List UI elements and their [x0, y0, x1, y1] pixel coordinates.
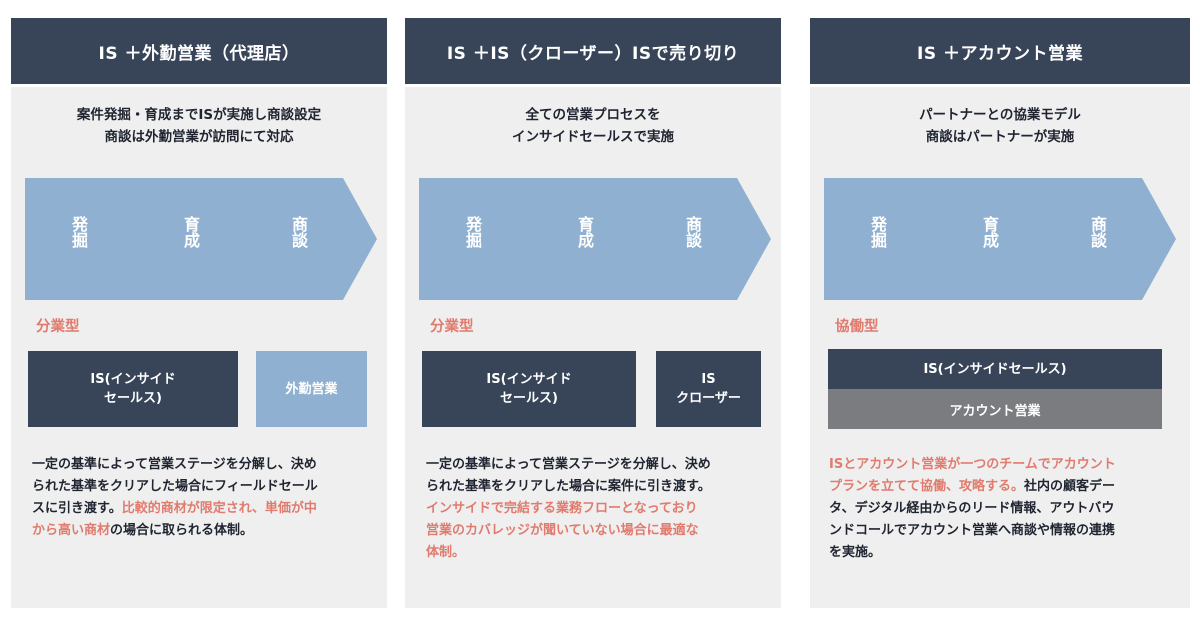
desc-highlight: 比較的商材が限定され、単価が中: [121, 501, 317, 516]
desc-highlight: インサイドで完結する業務フローとなっており: [426, 501, 698, 516]
desc-line: を実施。: [829, 542, 1169, 564]
subtitle-line: パートナーとの協業モデル: [919, 107, 1081, 123]
stage-flow: 発掘 育成 商談: [824, 178, 1176, 300]
role-box-line: 外勤営業: [285, 381, 338, 397]
role-box-line: アカウント営業: [949, 403, 1041, 419]
model-type-label: 分業型: [430, 319, 474, 335]
stage-label: 商談: [1088, 216, 1107, 248]
panel-title: IS ＋IS（クローザー）ISで売り切り: [405, 18, 781, 84]
subtitle-line: 商談は外勤営業が訪問にて対応: [104, 129, 294, 145]
desc-highlight: ISとアカウント営業が一つのチームでアカウント: [829, 457, 1116, 472]
desc-line: ISとアカウント営業が一つのチームでアカウント: [829, 454, 1169, 476]
desc-text: 一定の基準によって営業ステージを分解し、決め: [426, 457, 711, 472]
desc-highlight: 営業のカバレッジが聞いていない場合に最適な: [426, 523, 699, 538]
header-divider: [810, 84, 1190, 87]
role-box-field-sales: 外勤営業: [256, 351, 367, 427]
desc-highlight: 体制。: [426, 545, 466, 560]
desc-line: タ、デジタル経由からのリード情報、アウトバウ: [829, 498, 1169, 520]
desc-line: インサイドで完結する業務フローとなっており: [426, 498, 766, 520]
role-box-line: セールス): [104, 391, 162, 406]
panel-title: IS ＋外勤営業（代理店）: [11, 18, 387, 84]
role-box-line: クローザー: [676, 391, 741, 406]
model-type-label: 分業型: [36, 319, 80, 335]
stage-label: 育成: [575, 216, 594, 248]
desc-text: 一定の基準によって営業ステージを分解し、決め: [32, 457, 317, 472]
subtitle-line: インサイドセールスで実施: [512, 129, 674, 145]
panel-subtitle: 案件発掘・育成までISが実施し商談設定 商談は外勤営業が訪問にて対応: [11, 104, 387, 148]
desc-line: から高い商材の場合に取られる体制。: [32, 520, 372, 542]
panel-subtitle: パートナーとの協業モデル 商談はパートナーが実施: [810, 104, 1190, 148]
role-box-line: IS(インサイド: [486, 372, 572, 387]
role-box-is: IS(インサイドセールス): [828, 349, 1162, 389]
role-box-line: IS: [701, 372, 716, 387]
panel-account-sales: IS ＋アカウント営業 パートナーとの協業モデル 商談はパートナーが実施 発掘 …: [810, 18, 1190, 608]
desc-text: の場合に取られる体制。: [110, 523, 254, 538]
header-divider: [405, 84, 781, 87]
desc-line: プランを立てて協働、攻略する。社内の顧客デー: [829, 476, 1169, 498]
desc-highlight: から高い商材: [32, 523, 111, 538]
panel-title: IS ＋アカウント営業: [810, 18, 1190, 84]
desc-line: 一定の基準によって営業ステージを分解し、決め: [426, 454, 766, 476]
stage-label: 商談: [683, 216, 702, 248]
desc-line: ンドコールでアカウント営業へ商談や情報の連携: [829, 520, 1169, 542]
panel-description: 一定の基準によって営業ステージを分解し、決め られた基準をクリアした場合にフィー…: [32, 454, 372, 542]
subtitle-line: 案件発掘・育成までISが実施し商談設定: [76, 107, 322, 123]
stage-flow: 発掘 育成 商談: [25, 178, 377, 300]
subtitle-line: 商談はパートナーが実施: [925, 129, 1075, 145]
desc-line: スに引き渡す。比較的商材が限定され、単価が中: [32, 498, 372, 520]
panel-description: ISとアカウント営業が一つのチームでアカウント プランを立てて協働、攻略する。社…: [829, 454, 1169, 564]
role-box-is: IS(インサイド セールス): [422, 351, 636, 427]
header-divider: [11, 84, 387, 87]
stage-label: 発掘: [463, 216, 482, 248]
desc-text: られた基準をクリアした場合にフィールドセール: [32, 479, 318, 494]
role-box-is: IS(インサイド セールス): [28, 351, 238, 427]
desc-highlight: プランを立てて協働、攻略する。: [829, 479, 1025, 494]
desc-text: を実施。: [829, 545, 882, 560]
desc-text: タ、デジタル経由からのリード情報、アウトバウ: [829, 501, 1115, 516]
role-box-closer: IS クローザー: [656, 351, 761, 427]
panel-description: 一定の基準によって営業ステージを分解し、決め られた基準をクリアした場合に案件に…: [426, 454, 766, 564]
panel-is-closer: IS ＋IS（クローザー）ISで売り切り 全ての営業プロセスを インサイドセール…: [405, 18, 781, 608]
role-box-line: セールス): [500, 391, 558, 406]
desc-line: 一定の基準によって営業ステージを分解し、決め: [32, 454, 372, 476]
panel-subtitle: 全ての営業プロセスを インサイドセールスで実施: [405, 104, 781, 148]
role-box-line: IS(インサイド: [90, 372, 176, 387]
desc-line: 体制。: [426, 542, 766, 564]
stage-label: 育成: [181, 216, 200, 248]
stage-label: 商談: [289, 216, 308, 248]
model-type-label: 協働型: [835, 319, 879, 335]
role-box-line: IS(インサイドセールス): [923, 361, 1067, 377]
desc-line: られた基準をクリアした場合に案件に引き渡す。: [426, 476, 766, 498]
subtitle-line: 全ての営業プロセスを: [525, 107, 661, 123]
stage-label: 育成: [980, 216, 999, 248]
desc-text: ンドコールでアカウント営業へ商談や情報の連携: [829, 523, 1116, 538]
panel-outsourced-sales: IS ＋外勤営業（代理店） 案件発掘・育成までISが実施し商談設定 商談は外勤営…: [11, 18, 387, 608]
stage-label: 発掘: [69, 216, 88, 248]
desc-line: られた基準をクリアした場合にフィールドセール: [32, 476, 372, 498]
desc-text: 社内の顧客デー: [1024, 479, 1116, 494]
desc-text: スに引き渡す。: [32, 501, 122, 516]
stage-label: 発掘: [868, 216, 887, 248]
desc-line: 営業のカバレッジが聞いていない場合に最適な: [426, 520, 766, 542]
stage-flow: 発掘 育成 商談: [419, 178, 771, 300]
role-box-account-sales: アカウント営業: [828, 389, 1162, 429]
desc-text: られた基準をクリアした場合に案件に引き渡す。: [426, 479, 711, 494]
